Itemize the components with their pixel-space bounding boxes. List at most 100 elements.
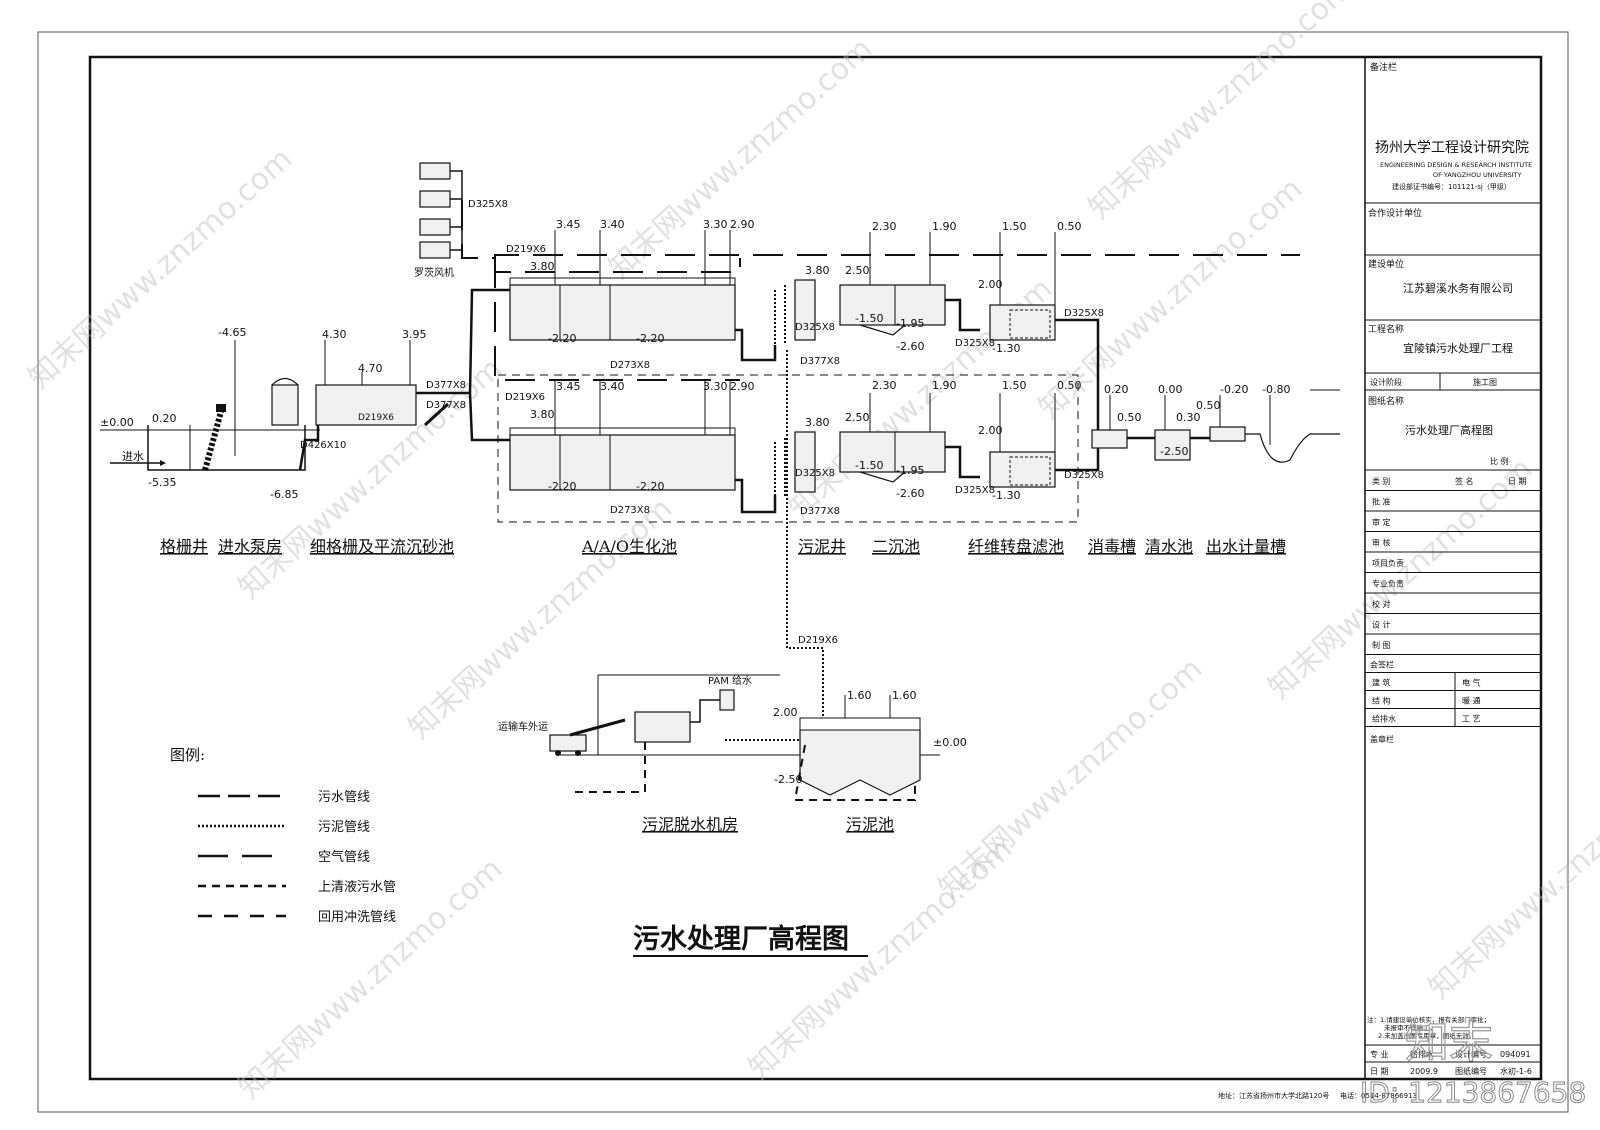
- pipe-d377d: D377X8: [800, 506, 840, 517]
- watermark-text-0: 知末网www.znzmo.com: [22, 141, 299, 396]
- disinfection-tank: [1091, 429, 1128, 449]
- tb-role-0: 批 准: [1372, 497, 1391, 507]
- tb-stage: 施工图: [1473, 377, 1497, 387]
- unit-label-0: 格栅井: [160, 537, 208, 556]
- aao-bottom-1b: -2.20: [636, 332, 664, 345]
- tb-project: 宜陵镇污水处理厂工程: [1403, 341, 1513, 355]
- tb-role-1: 审 定: [1372, 517, 1391, 527]
- elev-pump-level: -4.65: [218, 326, 246, 339]
- outlet-elev-b: -0.80: [1262, 383, 1290, 396]
- sludge-ground-elev: ±0.00: [933, 736, 967, 749]
- pipe-d273a: D273X8: [610, 360, 650, 371]
- tb-role-7: 制 图: [1372, 640, 1391, 650]
- inflow-label: 进水: [122, 450, 144, 463]
- tb-role-3: 项目负责: [1372, 558, 1404, 568]
- clear-low: -2.50: [1160, 445, 1188, 458]
- meter-channel: [1209, 426, 1246, 442]
- sludge-well-elev-2: 3.80: [805, 416, 830, 429]
- clar-elev-b2: 1.90: [932, 379, 957, 392]
- elev-ground: ±0.00: [100, 416, 134, 429]
- watermark-text-11: 知末网www.znzmo.com: [1422, 751, 1600, 1006]
- tb-stage-label: 设计阶段: [1370, 377, 1402, 387]
- aao-water-2: 3.80: [530, 408, 555, 421]
- tb-cs-1-b: 暖 通: [1462, 696, 1481, 706]
- aao-elevations: 3.45 3.40 3.30 2.90 3.80 -2.20 -2.20 3.4…: [505, 218, 755, 516]
- outlet-elev-a: -0.20: [1220, 383, 1248, 396]
- tb-bottom-1-1: 2009.9: [1410, 1067, 1438, 1076]
- elev-screen-top: 0.20: [152, 412, 177, 425]
- aao-bottom-2b: -2.20: [636, 480, 664, 493]
- clar-elev-a1: 2.30: [872, 220, 897, 233]
- clar-low1-1: -1.95: [896, 317, 924, 330]
- tb-bottom-0-1: 给排水: [1410, 1049, 1434, 1059]
- blowers: [419, 162, 1300, 259]
- filter-elev-a2: 1.50: [1002, 379, 1027, 392]
- unit-labels: 格栅井 进水泵房 细格栅及平流沉砂池 A/A/O生化池 污泥井 二沉池 纤维转盘…: [160, 537, 1286, 556]
- tb-role-5: 校 对: [1372, 599, 1391, 609]
- pipe-d325-f2: D325X8: [955, 485, 995, 496]
- unit-label-4: 污泥井: [798, 537, 846, 556]
- legend-label-3: 上清液污水管: [318, 880, 396, 895]
- outer-frame: [37, 31, 1569, 1113]
- aao-tank-2: [509, 434, 736, 491]
- watermark-text-3: 知末网www.znzmo.com: [402, 491, 679, 746]
- tb-role-4: 专业负责: [1372, 579, 1404, 589]
- tb-project-label: 工程名称: [1368, 323, 1404, 335]
- watermark-text-2: 知末网www.znzmo.com: [602, 31, 879, 286]
- tb-cs-1-a: 结 构: [1372, 696, 1391, 706]
- sludge-tank-shape: [799, 730, 921, 796]
- tb-cs-2-b: 工 艺: [1462, 715, 1481, 724]
- pipe-d325-f1: D325X8: [955, 338, 995, 349]
- filter-water-2: 2.00: [978, 424, 1003, 437]
- tb-institute-en2: OF YANGZHOU UNIVERSITY: [1433, 171, 1522, 179]
- sludge-unit-0: 污泥脱水机房: [642, 815, 738, 834]
- sludge-well-1: [794, 279, 816, 341]
- clear-elev: 0.00: [1158, 383, 1183, 396]
- sludge-well-2: [794, 431, 816, 493]
- process-line: ±0.00 进水 0.20 -5.35 -4.65 -6.85 D426X10 …: [100, 162, 1340, 718]
- aao-bottom-2a: -2.20: [548, 480, 576, 493]
- tb-sign-header-1: 签 名: [1455, 476, 1474, 486]
- clar-elev-a2: 2.30: [872, 379, 897, 392]
- blower-label: 罗茨风机: [414, 266, 454, 279]
- tb-client: 江苏碧溪水务有限公司: [1403, 281, 1513, 295]
- disinfect-water: 0.50: [1117, 411, 1142, 424]
- watermark-id: ID: 1213867658: [1360, 1076, 1586, 1109]
- tb-bottom-1-3: 水初-1-6: [1500, 1066, 1532, 1076]
- aao-elev-4: 2.90: [730, 218, 755, 231]
- clear-water: 0.30: [1176, 411, 1201, 424]
- pipe-d377c: D377X8: [800, 356, 840, 367]
- tb-note-1: 注：1.请建设单位核实，报有关部门审批；: [1367, 1015, 1490, 1024]
- clar-water-2: 2.50: [845, 411, 870, 424]
- pipe-d273b: D273X8: [610, 505, 650, 516]
- pipe-d377b: D377X8: [426, 400, 466, 411]
- elev-grit-b: 3.95: [402, 328, 427, 341]
- tb-drawing-label: 图纸名称: [1368, 395, 1404, 407]
- filter-elev-b1: 0.50: [1057, 220, 1082, 233]
- clar-low1-2: -1.95: [896, 464, 924, 477]
- sludge-tank-elev-1: 1.60: [847, 689, 872, 702]
- clar-mid-2: -1.50: [855, 459, 883, 472]
- pipe-d219-grit: D219X6: [358, 413, 394, 423]
- tb-bottom-0-0: 专 业: [1370, 1049, 1389, 1059]
- tb-cs-0-b: 电 气: [1462, 678, 1481, 688]
- tb-bottom-1-0: 日 期: [1370, 1067, 1389, 1076]
- clar-water-1: 2.50: [845, 264, 870, 277]
- aao-bottom-1a: -2.20: [548, 332, 576, 345]
- tb-countersign-label: 会签栏: [1370, 660, 1394, 670]
- tb-drawing-name: 污水处理厂高程图: [1405, 423, 1493, 437]
- aao-elev-8: 2.90: [730, 380, 755, 393]
- tb-sign-header-0: 类 别: [1372, 476, 1391, 486]
- disinfect-elev: 0.20: [1104, 383, 1129, 396]
- unit-label-2: 细格栅及平流沉砂池: [310, 537, 454, 556]
- inner-frame: [88, 55, 1543, 1081]
- aao-elev-7: 3.30: [703, 380, 728, 393]
- tb-coop-label: 合作设计单位: [1368, 207, 1422, 219]
- legend-label-1: 污泥管线: [318, 820, 370, 835]
- unit-label-9: 出水计量槽: [1206, 537, 1286, 556]
- aao-water-1: 3.80: [530, 260, 555, 273]
- pipe-d426: D426X10: [300, 440, 346, 451]
- legend-label-4: 回用冲洗管线: [318, 910, 396, 925]
- tb-institute-en1: ENGINEERING DESIGN & RESEARCH INSTITUTE: [1380, 161, 1532, 169]
